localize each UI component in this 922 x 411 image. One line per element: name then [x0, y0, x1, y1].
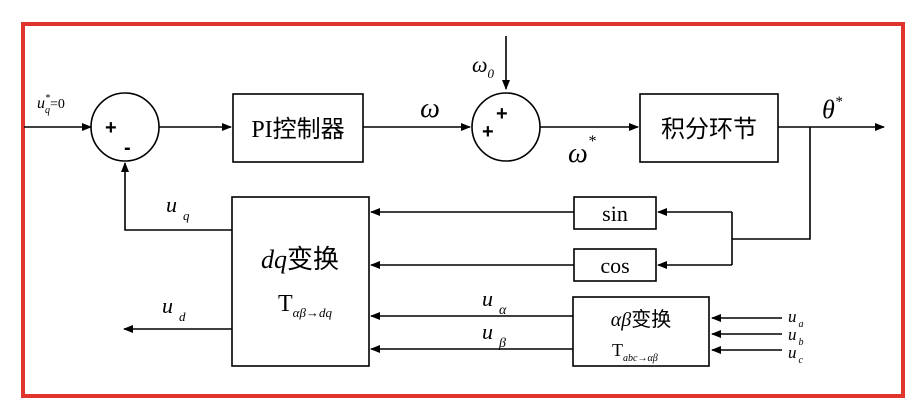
cos-label: cos — [600, 253, 629, 278]
dq-transform-tf: Tαβ→dq — [278, 291, 332, 320]
sum2-plus-top: + — [496, 103, 508, 125]
sum1-plus: + — [105, 117, 117, 139]
sum1-minus: - — [124, 137, 131, 159]
pi-controller-label: PI控制器 — [251, 116, 344, 143]
diagram-frame — [21, 22, 905, 398]
omega0-label: ω0 — [472, 52, 495, 81]
integrator-label: 积分环节 — [661, 116, 757, 143]
alphabeta-transform-tf: Tabc→αβ — [612, 340, 658, 364]
uq-ref-label: u*q=0 — [37, 93, 65, 116]
sin-label: sin — [602, 201, 628, 226]
theta-star-label: θ* — [822, 94, 843, 124]
uq-feedback-wire — [121, 162, 232, 231]
alphabeta-transform-block — [572, 296, 710, 367]
theta-feedback-wire — [732, 127, 811, 240]
pi-controller-block — [232, 93, 364, 163]
integrator-block — [639, 93, 779, 163]
dq-transform-title: dq变换 — [261, 245, 339, 274]
sin-block — [573, 196, 657, 230]
cos-block — [573, 248, 657, 282]
alphabeta-transform-title: αβ变换 — [611, 308, 671, 331]
sum2-plus-left: + — [482, 121, 494, 143]
omega-label: ω — [420, 93, 440, 124]
omega-star-label: ω* — [568, 133, 596, 169]
dq-transform-block — [231, 196, 370, 367]
